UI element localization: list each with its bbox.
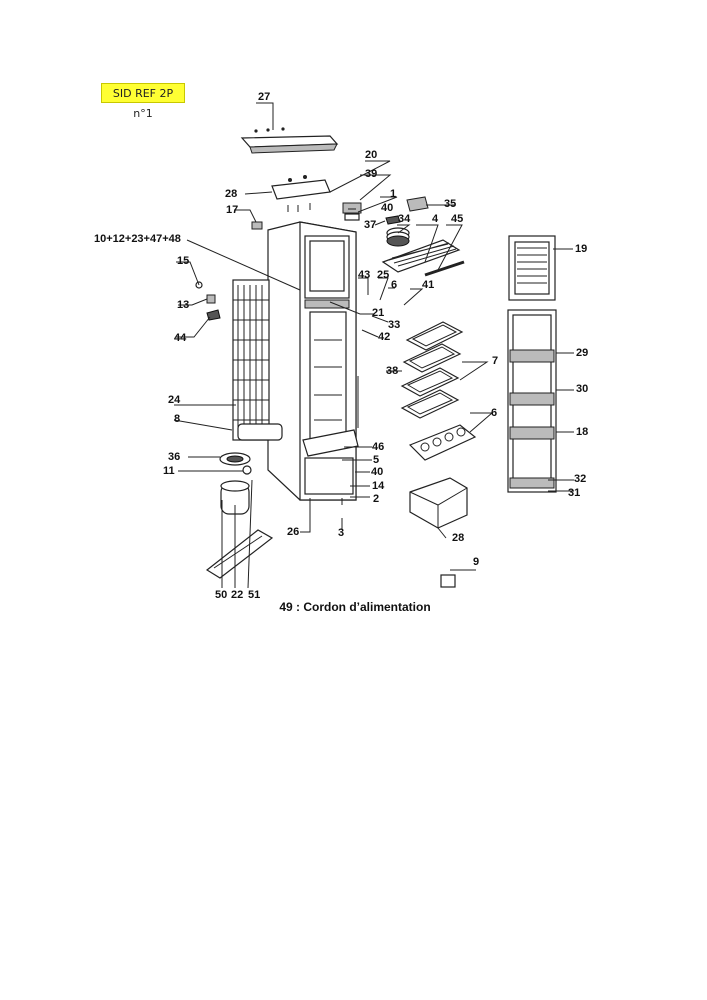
fridge-door-part [507, 309, 557, 493]
label-34: 34 [398, 213, 411, 225]
control-bracket-part [271, 175, 331, 212]
label-45: 45 [451, 213, 463, 225]
label-42: 42 [378, 331, 390, 343]
label-15: 15 [177, 255, 189, 267]
glass-shelves-part [400, 321, 464, 419]
label-4: 4 [432, 213, 439, 225]
coil-part [386, 227, 410, 247]
label-27: 27 [258, 91, 270, 103]
label-9: 9 [473, 556, 479, 568]
leader-lines [173, 102, 574, 589]
label-28-bottom: 28 [452, 532, 464, 544]
label-40a: 40 [381, 202, 393, 214]
label-22: 22 [231, 589, 243, 601]
part-number-labels: 27 20 39 28 1 35 17 40 37 34 4 45 10+12+… [94, 91, 588, 601]
label-20: 20 [365, 149, 377, 161]
label-13: 13 [177, 299, 189, 311]
label-44: 44 [174, 332, 187, 344]
label-40b: 40 [371, 466, 383, 478]
label-30: 30 [576, 383, 588, 395]
thermostat-parts [342, 202, 401, 225]
label-28-top: 28 [225, 188, 237, 200]
label-35: 35 [444, 198, 456, 210]
label-31: 31 [568, 487, 580, 499]
top-cover-part [240, 127, 339, 154]
label-37: 37 [364, 219, 376, 231]
label-1: 1 [390, 188, 396, 200]
label-6b: 6 [491, 407, 497, 419]
diagram-caption: 49 : Cordon d’alimentation [279, 600, 431, 614]
label-18: 18 [576, 426, 588, 438]
compressor-assembly [205, 423, 283, 579]
label-39: 39 [365, 168, 377, 180]
label-50: 50 [215, 589, 227, 601]
label-32: 32 [574, 473, 586, 485]
label-5: 5 [373, 454, 379, 466]
label-51: 51 [248, 589, 260, 601]
label-6a: 6 [391, 279, 397, 291]
label-8: 8 [174, 413, 180, 425]
label-43: 43 [358, 269, 370, 281]
fan-part [406, 196, 429, 212]
label-19: 19 [575, 243, 587, 255]
small-parts-left [195, 221, 263, 321]
freezer-door-part [508, 235, 556, 301]
label-36: 36 [168, 451, 180, 463]
label-33: 33 [388, 319, 400, 331]
bar-part [424, 260, 465, 277]
cabinet-body [267, 221, 359, 520]
label-24: 24 [168, 394, 181, 406]
label-14: 14 [372, 480, 385, 492]
crisper-drawer-part [409, 477, 468, 529]
label-21: 21 [372, 307, 384, 319]
label-25: 25 [377, 269, 389, 281]
label-29: 29 [576, 347, 588, 359]
condenser-part [232, 279, 270, 441]
label-3: 3 [338, 527, 344, 539]
egg-tray-part [408, 424, 477, 461]
label-46: 46 [372, 441, 384, 453]
label-10-group: 10+12+23+47+48 [94, 233, 181, 245]
label-2: 2 [373, 493, 379, 505]
reference-tag: SID REF 2P n°1 [101, 83, 185, 120]
label-7: 7 [492, 355, 498, 367]
label-38: 38 [386, 365, 398, 377]
label-26: 26 [287, 526, 299, 538]
label-17: 17 [226, 204, 238, 216]
label-41: 41 [422, 279, 434, 291]
label-11: 11 [163, 465, 175, 477]
grid-shelf-part [381, 239, 461, 273]
small-cover-part [440, 574, 456, 588]
